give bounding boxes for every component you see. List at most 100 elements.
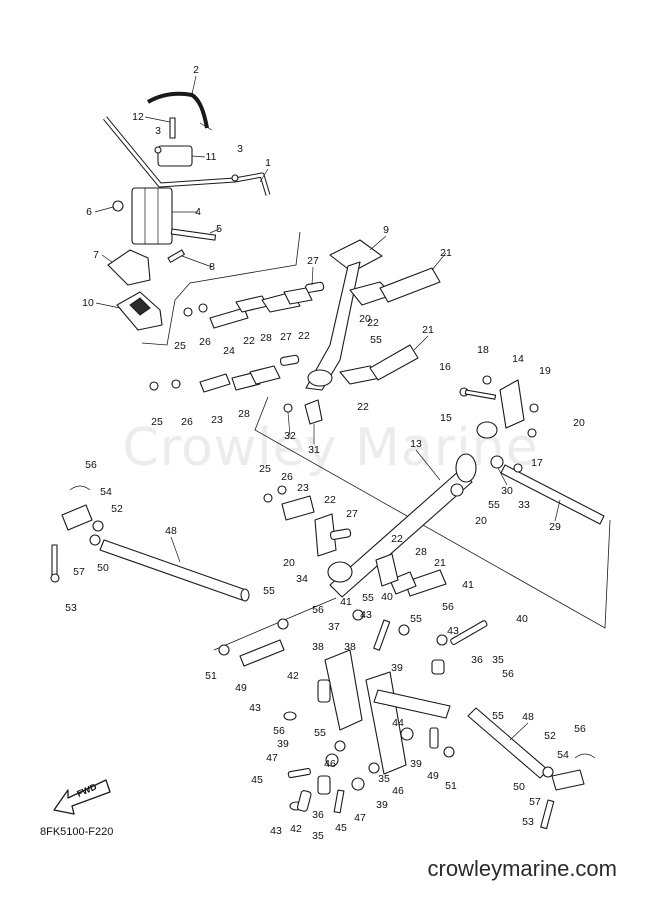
callout-24: 24 bbox=[223, 345, 235, 357]
callout-55: 55 bbox=[263, 585, 275, 597]
callout-labels: 1233456789101112131415161718192020202021… bbox=[65, 64, 586, 842]
diagram-code: 8FK5100-F220 bbox=[40, 826, 114, 838]
bolt-16-shank bbox=[464, 389, 497, 400]
pin-42b bbox=[296, 790, 312, 812]
plate-22g bbox=[314, 513, 337, 557]
callout-35: 35 bbox=[492, 654, 504, 666]
clip-3b bbox=[231, 174, 239, 182]
nut-25a bbox=[183, 307, 193, 317]
callout-51: 51 bbox=[445, 780, 457, 792]
callout-43: 43 bbox=[360, 609, 372, 621]
washer-51a bbox=[218, 644, 230, 656]
callout-52: 52 bbox=[111, 503, 123, 515]
rod-end-54a bbox=[61, 504, 93, 531]
callout-43: 43 bbox=[447, 625, 459, 637]
nut-17 bbox=[527, 428, 537, 438]
washer-52b bbox=[542, 766, 554, 778]
bracket-4 bbox=[131, 187, 173, 245]
nut-25b bbox=[149, 381, 159, 391]
collar-15 bbox=[476, 421, 498, 439]
callout-28: 28 bbox=[260, 332, 272, 344]
callout-37: 37 bbox=[328, 621, 340, 633]
rod-48a bbox=[99, 539, 247, 601]
callout-57: 57 bbox=[73, 566, 85, 578]
callout-56: 56 bbox=[502, 668, 514, 680]
callout-50: 50 bbox=[97, 562, 109, 574]
callout-22: 22 bbox=[391, 533, 403, 545]
link-21b bbox=[369, 344, 419, 381]
callout-40: 40 bbox=[381, 591, 393, 603]
washer-52a bbox=[92, 520, 104, 532]
pin-42a bbox=[317, 679, 331, 703]
nut-25c bbox=[263, 493, 273, 503]
callout-27: 27 bbox=[280, 331, 292, 343]
upper-link-chain bbox=[149, 287, 313, 393]
nut-53a bbox=[50, 573, 60, 583]
rod-end-31 bbox=[304, 399, 323, 425]
rod-29 bbox=[500, 464, 605, 525]
callout-6: 6 bbox=[86, 206, 92, 218]
callout-23: 23 bbox=[211, 414, 223, 426]
shaft-frame bbox=[254, 396, 611, 629]
callout-52: 52 bbox=[544, 730, 556, 742]
plate-22e bbox=[249, 365, 281, 385]
callout-25: 25 bbox=[259, 463, 271, 475]
callout-56: 56 bbox=[442, 601, 454, 613]
rod-end-54b bbox=[551, 769, 585, 791]
callout-3: 3 bbox=[237, 143, 243, 155]
rod-48b bbox=[467, 707, 549, 779]
nut-39c bbox=[400, 727, 414, 741]
callout-45: 45 bbox=[251, 774, 263, 786]
bushing-55-upper bbox=[450, 483, 464, 497]
callout-35: 35 bbox=[378, 773, 390, 785]
callout-3: 3 bbox=[155, 125, 161, 137]
callout-14: 14 bbox=[512, 353, 524, 365]
bracket-14 bbox=[499, 379, 525, 429]
callout-55: 55 bbox=[314, 727, 326, 739]
callout-39: 39 bbox=[277, 738, 289, 750]
rod-end-49a bbox=[239, 639, 285, 667]
callout-22: 22 bbox=[243, 335, 255, 347]
callout-33: 33 bbox=[518, 499, 530, 511]
bolt-53a bbox=[51, 544, 58, 576]
callout-20: 20 bbox=[573, 417, 585, 429]
holder-11 bbox=[157, 145, 193, 167]
callout-56: 56 bbox=[85, 459, 97, 471]
callout-25: 25 bbox=[174, 340, 186, 352]
washer-43c bbox=[436, 634, 448, 646]
bushing-36b bbox=[431, 659, 445, 675]
callout-55: 55 bbox=[410, 613, 422, 625]
column-9 bbox=[305, 261, 361, 391]
callout-22: 22 bbox=[367, 317, 379, 329]
washer-26b bbox=[171, 379, 181, 389]
callout-38: 38 bbox=[312, 641, 324, 653]
rod-48a-end bbox=[240, 588, 250, 602]
callout-41: 41 bbox=[340, 596, 352, 608]
bracket-9 bbox=[329, 239, 383, 273]
bolt-12 bbox=[169, 117, 176, 139]
callout-36: 36 bbox=[312, 809, 324, 821]
washer-43a bbox=[283, 711, 297, 721]
callout-47: 47 bbox=[354, 812, 366, 824]
arm-38 bbox=[324, 649, 363, 731]
site-footer: crowleymarine.com bbox=[427, 856, 618, 881]
upper-link-frame bbox=[141, 231, 301, 346]
callout-50: 50 bbox=[513, 781, 525, 793]
washer-47b bbox=[351, 777, 365, 791]
shaft-13-group bbox=[263, 453, 605, 598]
bolt-18 bbox=[482, 375, 492, 385]
cable-2 bbox=[146, 91, 209, 129]
callout-55: 55 bbox=[488, 499, 500, 511]
callout-9: 9 bbox=[383, 224, 389, 236]
callout-43: 43 bbox=[270, 825, 282, 837]
callout-26: 26 bbox=[199, 336, 211, 348]
callout-21: 21 bbox=[422, 324, 434, 336]
callout-21: 21 bbox=[440, 247, 452, 259]
nut-50a bbox=[89, 534, 101, 546]
plate-23b bbox=[281, 495, 315, 521]
bracket-14-group bbox=[459, 375, 539, 439]
bushing-46a bbox=[325, 753, 339, 767]
callout-40: 40 bbox=[516, 613, 528, 625]
callout-8: 8 bbox=[209, 261, 215, 273]
